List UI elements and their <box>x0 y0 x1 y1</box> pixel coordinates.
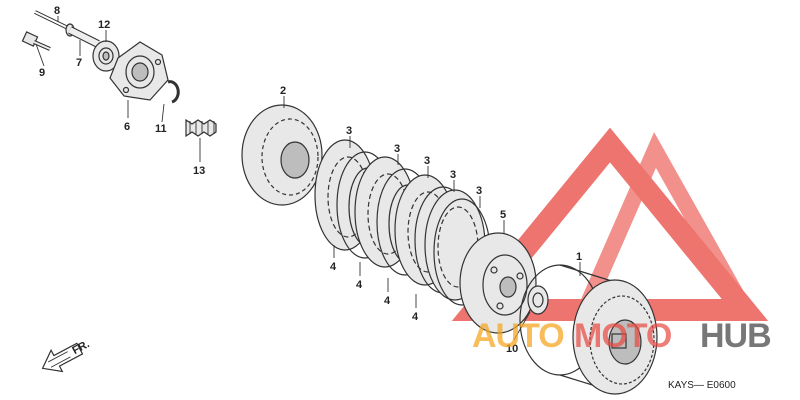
leader-lines <box>35 16 581 341</box>
part-6-lifter-plate <box>109 41 169 101</box>
callout-3: 3 <box>476 185 482 197</box>
watermark-text-moto: MOTO <box>574 317 672 355</box>
callout-13: 13 <box>193 165 205 177</box>
callout-4: 4 <box>384 295 391 307</box>
part-10-washer <box>527 285 549 315</box>
callout-3: 3 <box>394 143 400 155</box>
callout-4: 4 <box>412 311 419 323</box>
callout-10: 10 <box>506 343 518 355</box>
callout-5: 5 <box>500 209 506 221</box>
callout-2: 2 <box>280 85 286 97</box>
part-8-pin <box>34 10 69 30</box>
callout-12: 12 <box>98 19 110 31</box>
callout-numbers: 8 9 7 12 6 11 13 2 3 3 3 3 3 4 4 4 4 5 1… <box>39 5 582 355</box>
watermark-text-hub: HUB <box>700 317 771 355</box>
callout-8: 8 <box>54 5 60 17</box>
part-12-bearing <box>92 40 120 72</box>
callout-3: 3 <box>424 155 430 167</box>
callout-6: 6 <box>124 121 130 133</box>
callout-3: 3 <box>450 169 456 181</box>
part-2-pressure-plate <box>241 104 323 206</box>
callout-7: 7 <box>76 57 82 69</box>
part-1-clutch-outer <box>519 264 658 395</box>
part-5-clutch-center <box>459 232 537 334</box>
watermark-text-auto: AUTO <box>472 317 564 355</box>
part-9-bolt <box>21 31 51 51</box>
front-direction-label: FR. <box>70 338 91 357</box>
diagram-code: KAYS— E0600 <box>668 380 736 391</box>
part-11-circlip <box>167 80 180 104</box>
callout-11: 11 <box>155 123 167 135</box>
part-13-spring <box>185 118 217 138</box>
callout-4: 4 <box>356 279 363 291</box>
callout-1: 1 <box>576 251 582 263</box>
callout-4: 4 <box>330 261 337 273</box>
callout-9: 9 <box>39 67 45 79</box>
callout-3: 3 <box>346 125 352 137</box>
front-direction-arrow-icon <box>41 342 84 373</box>
part-7-rod <box>65 23 100 48</box>
